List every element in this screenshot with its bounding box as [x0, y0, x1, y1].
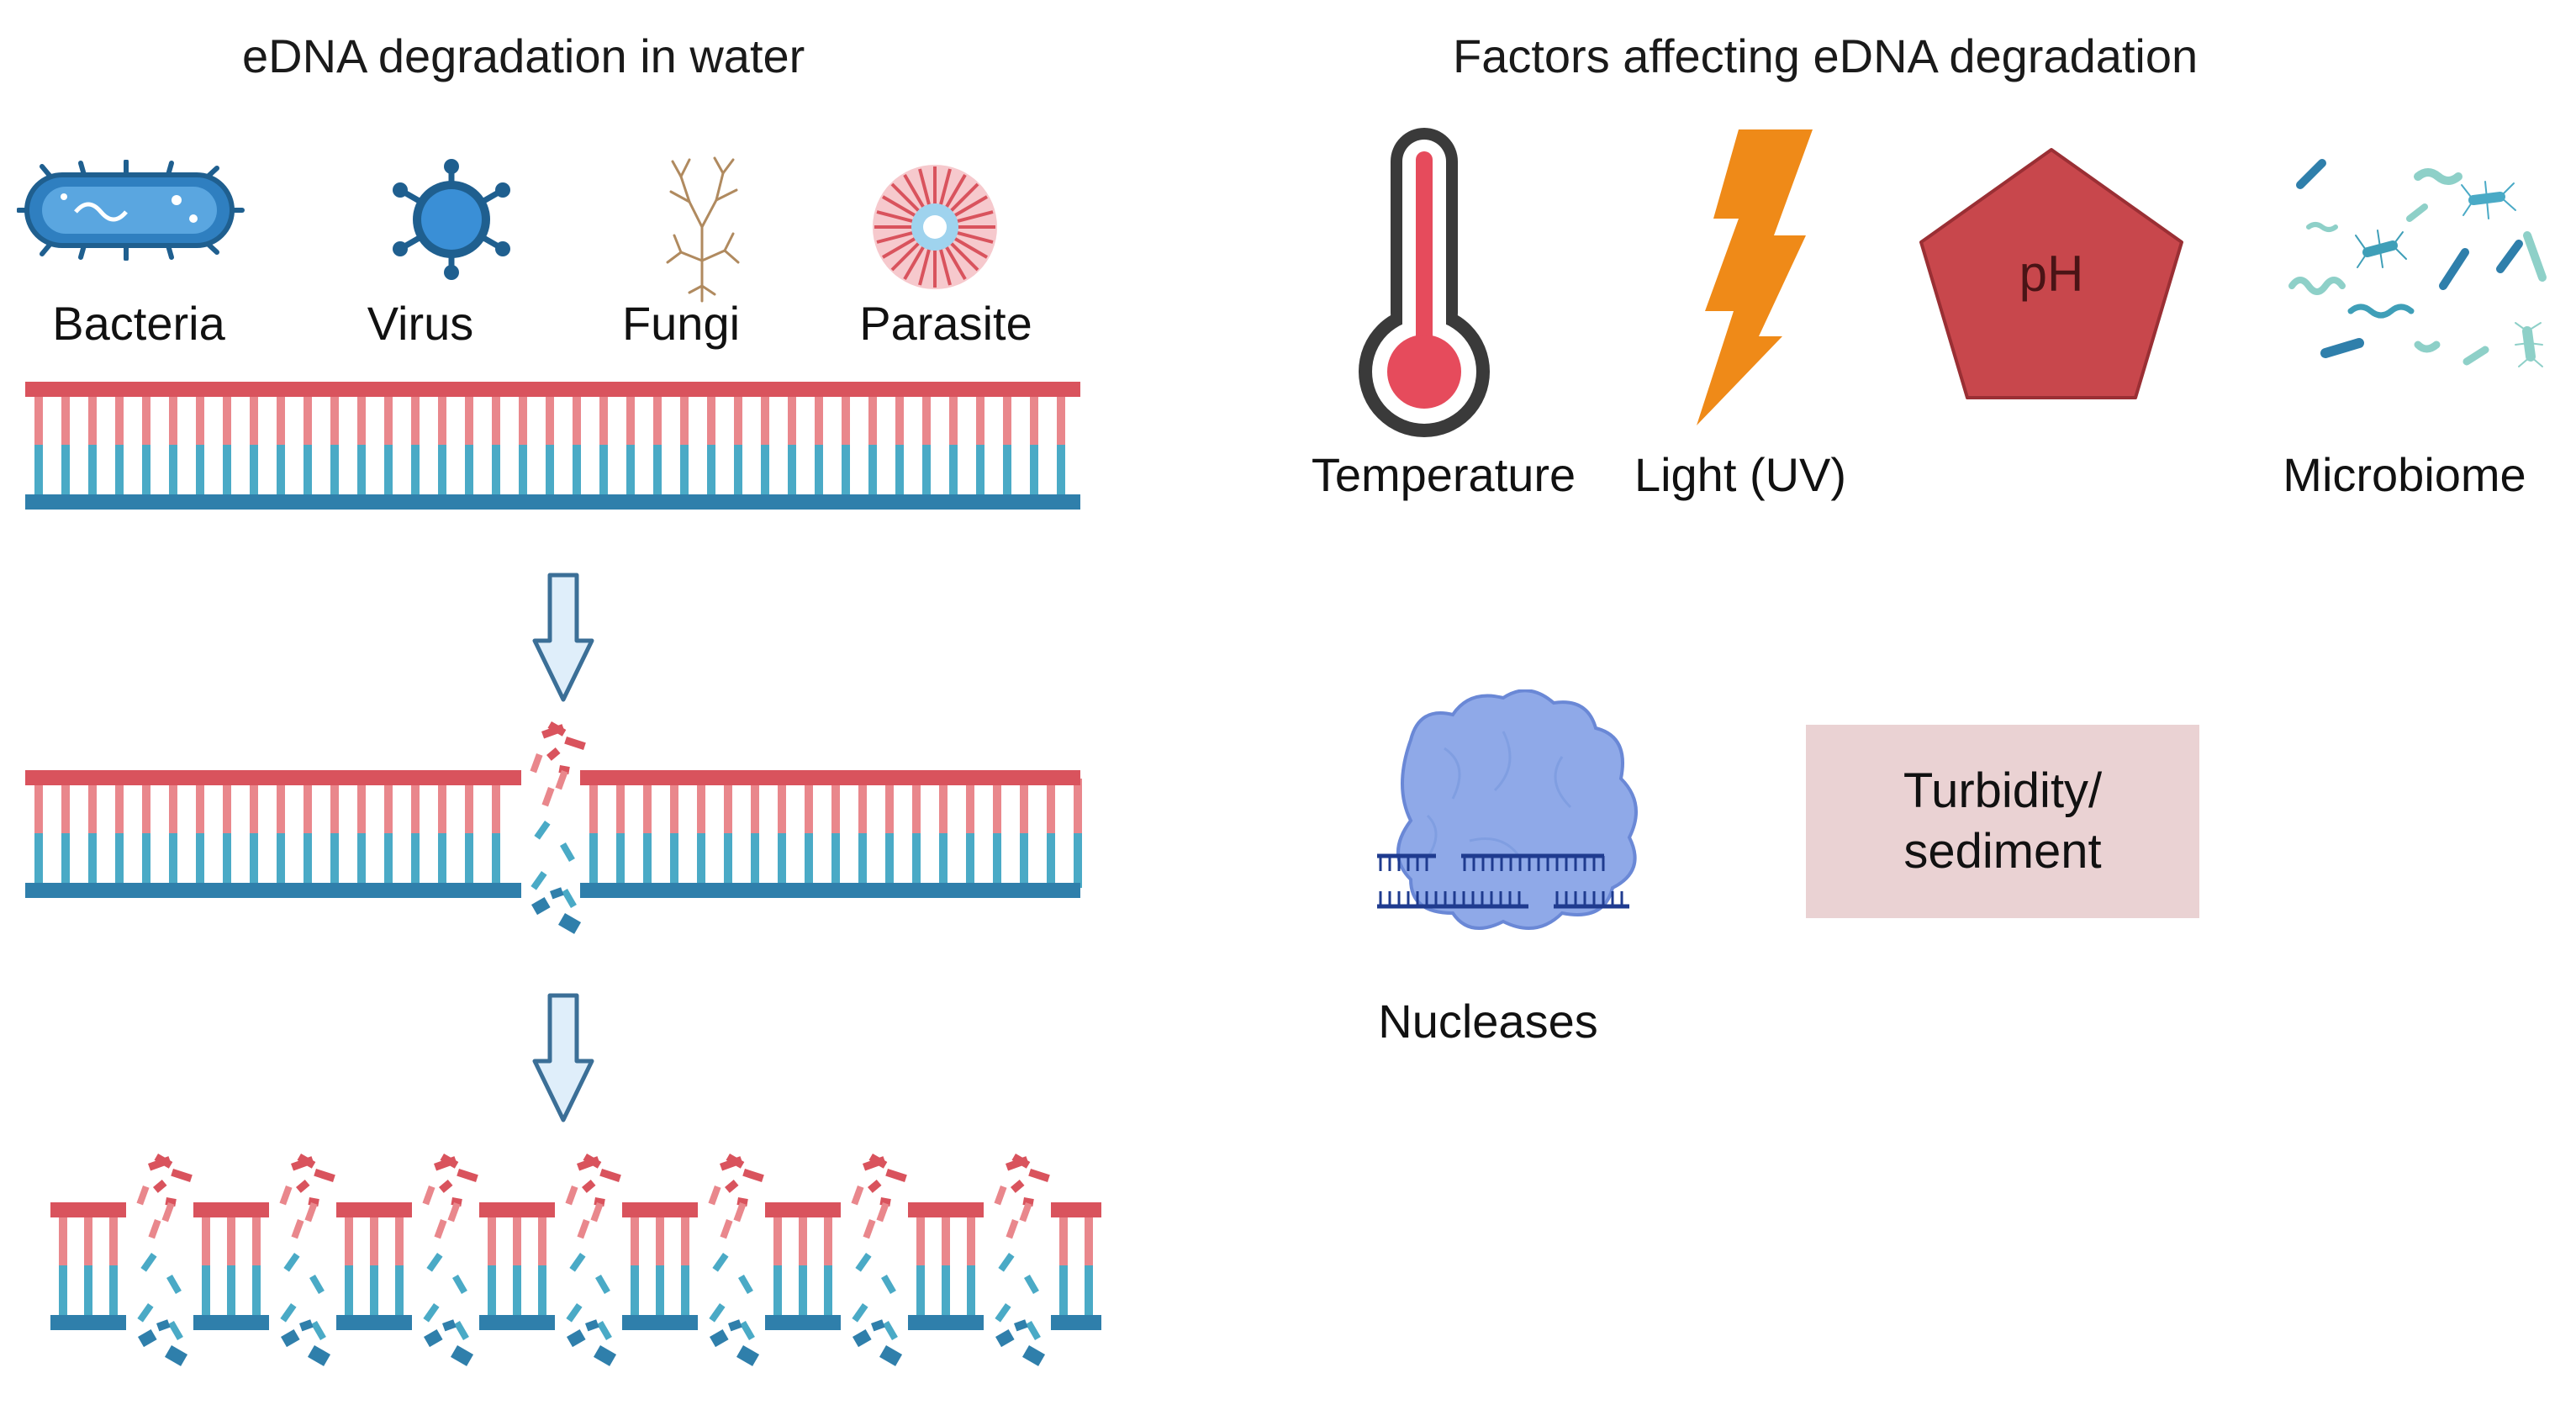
- factor-label-light: Light (UV): [1634, 448, 1847, 501]
- turbidity-label-line1: Turbidity/: [1903, 763, 2103, 818]
- dna-fragment-debris: [422, 1154, 478, 1366]
- turbidity-box: Turbidity/ sediment: [1806, 725, 2199, 918]
- dna-fragment-piece: [193, 1202, 269, 1330]
- dna-fragment-piece: [336, 1202, 412, 1330]
- dna-single-break: [25, 721, 1082, 934]
- down-arrow-2: [532, 993, 594, 1122]
- source-label-parasite: Parasite: [859, 297, 1032, 350]
- dna-fragment-debris: [136, 1154, 193, 1366]
- factor-label-temperature: Temperature: [1311, 448, 1576, 501]
- source-label-fungi: Fungi: [621, 297, 741, 350]
- fungi-icon: [666, 156, 740, 303]
- lightning-bolt-icon: [1697, 129, 1813, 425]
- down-arrow-1: [532, 573, 594, 702]
- bacteria-icon: [17, 160, 245, 261]
- dna-intact-ladder: [25, 382, 1080, 510]
- virus-icon: [393, 159, 510, 280]
- thermometer-icon: [1359, 128, 1490, 437]
- right-panel-title: Factors affecting eDNA degradation: [1453, 29, 2199, 82]
- dna-fragment-piece: [50, 1202, 126, 1330]
- microbiome-icon: [2288, 159, 2547, 367]
- left-panel-title: eDNA degradation in water: [242, 29, 805, 82]
- nuclease-icon: [1377, 689, 1638, 930]
- parasite-icon: [873, 165, 997, 289]
- dna-break-fragments: [530, 721, 586, 934]
- factor-label-microbiome: Microbiome: [2283, 448, 2526, 501]
- source-label-bacteria: Bacteria: [52, 297, 225, 350]
- dna-fragment-piece: [765, 1202, 841, 1330]
- dna-fragment-debris: [994, 1154, 1050, 1366]
- dna-fragment-debris: [708, 1154, 764, 1366]
- dna-fragment-debris: [565, 1154, 621, 1366]
- dna-intact-strand: [25, 382, 1080, 510]
- turbidity-label-line2: sediment: [1903, 824, 2102, 879]
- dna-fragment-piece: [1051, 1202, 1101, 1330]
- dna-fragment-debris: [851, 1154, 907, 1366]
- dna-fragment-debris: [279, 1154, 335, 1366]
- dna-fragment-piece: [479, 1202, 555, 1330]
- factor-label-nucleases: Nucleases: [1378, 995, 1598, 1048]
- dna-fragment-piece: [908, 1202, 984, 1330]
- dna-fragmented: [50, 1154, 1101, 1366]
- pentagon-icon: pH: [1919, 148, 2183, 399]
- dna-break-left-ladder: [25, 770, 521, 898]
- dna-fragment-piece: [622, 1202, 698, 1330]
- dna-break-right-ladder: [580, 770, 1082, 898]
- source-label-virus: Virus: [367, 297, 474, 350]
- ph-label: pH: [2019, 246, 2084, 302]
